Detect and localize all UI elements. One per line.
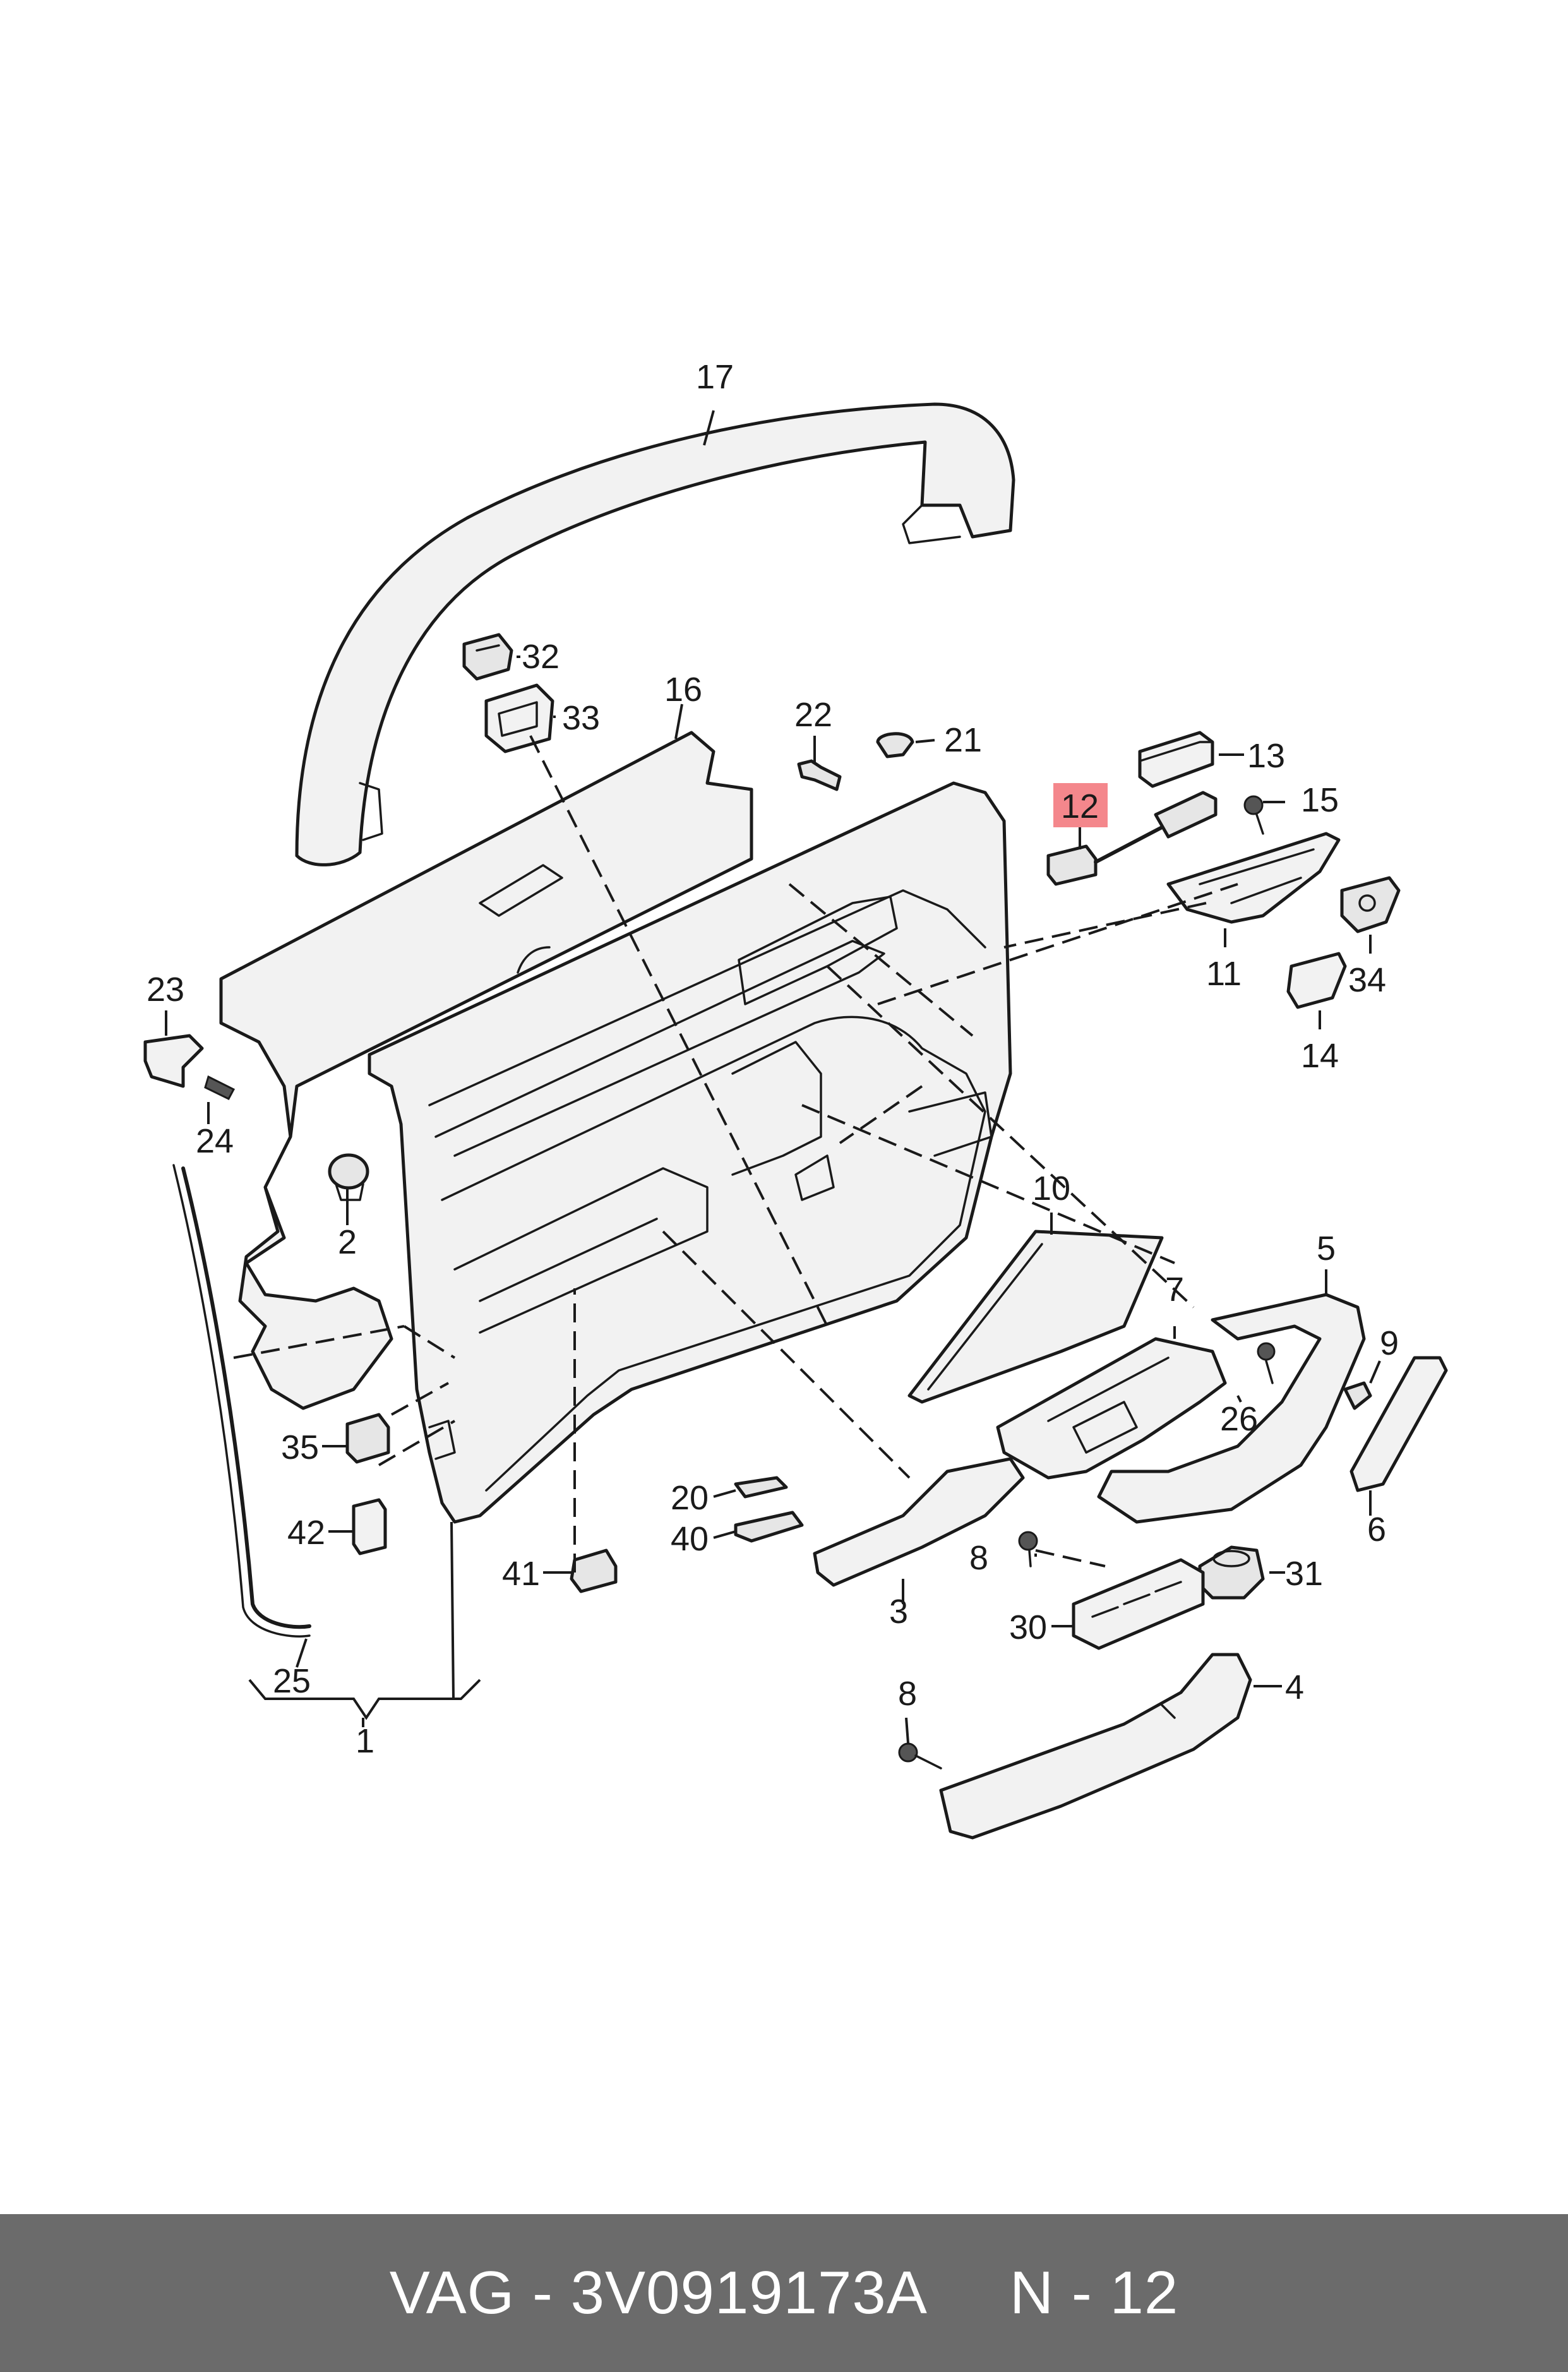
part-8-screw-upper	[1018, 1531, 1038, 1567]
label-7: 7	[1165, 1271, 1184, 1309]
highlight-box-12	[1053, 783, 1108, 827]
label-40: 40	[671, 1520, 709, 1558]
label-25: 25	[273, 1662, 311, 1700]
label-33: 33	[562, 699, 600, 737]
label-17: 17	[696, 358, 734, 396]
label-12: 12	[1061, 788, 1099, 825]
part-23-bracket	[143, 1034, 204, 1088]
label-11: 11	[1206, 955, 1242, 993]
label-16: 16	[664, 671, 702, 709]
part-3-lower-trim	[813, 1457, 1025, 1587]
part-labels: 17 32 33 16 22 21 12 13 15 11 34 14 23 2…	[147, 358, 1399, 1760]
part-30-window-switch-block	[1072, 1558, 1205, 1650]
part-33-switch-housing	[484, 683, 554, 753]
label-20: 20	[671, 1479, 709, 1517]
label-42: 42	[287, 1514, 325, 1552]
part-24-screw	[204, 1075, 236, 1100]
part-15-screw	[1243, 795, 1264, 835]
part-42-cover	[352, 1498, 387, 1555]
part-32-switch	[462, 633, 513, 681]
label-34: 34	[1348, 961, 1386, 999]
label-2: 2	[338, 1223, 357, 1261]
label-21: 21	[944, 721, 982, 759]
label-8-lower: 8	[898, 1675, 917, 1713]
assembly-lines	[233, 735, 1238, 1572]
part-16-insulation-mat	[219, 731, 753, 1410]
part-11-handle-bracket	[1166, 832, 1341, 924]
leader-lines	[165, 410, 1381, 1744]
exploded-parts-diagram: 17 32 33 16 22 21 12 13 15 11 34 14 23 2…	[143, 358, 1448, 1840]
label-1: 1	[356, 1722, 374, 1760]
label-30: 30	[1009, 1608, 1047, 1646]
label-32: 32	[522, 638, 560, 676]
label-8-upper: 8	[969, 1539, 988, 1577]
label-3: 3	[889, 1593, 908, 1631]
part-17-window-trim	[295, 402, 1015, 866]
part-34-button	[1340, 876, 1401, 933]
part-41-connector	[570, 1548, 618, 1593]
label-14: 14	[1301, 1037, 1339, 1075]
part-number-footer: VAG - 3V0919173A N - 12	[0, 2214, 1568, 2372]
label-15: 15	[1301, 781, 1339, 819]
door-trim-panel	[368, 781, 1012, 1524]
part-13-control-module	[1138, 731, 1214, 788]
part-25-seal	[172, 1164, 311, 1638]
part-21-clip	[876, 732, 914, 758]
part-6-strip-trim	[1350, 1356, 1448, 1492]
part-40-clip	[734, 1511, 804, 1543]
label-35: 35	[281, 1429, 319, 1466]
label-26: 26	[1220, 1400, 1258, 1438]
label-4: 4	[1285, 1668, 1304, 1706]
part-4-armrest-cover	[939, 1653, 1252, 1840]
label-13: 13	[1247, 737, 1285, 775]
diagram-position-text: N - 12	[1009, 2259, 1179, 2327]
label-24: 24	[196, 1122, 234, 1160]
label-9: 9	[1380, 1324, 1399, 1362]
part-9-clip	[1343, 1381, 1372, 1410]
part-26-screw	[1257, 1342, 1276, 1384]
label-5: 5	[1317, 1230, 1336, 1267]
label-6: 6	[1367, 1511, 1386, 1548]
part-number-text: VAG - 3V0919173A	[389, 2259, 928, 2327]
part-31-mirror-switch	[1198, 1545, 1265, 1600]
part-10-triangle-trim	[907, 1230, 1164, 1404]
label-31: 31	[1285, 1555, 1323, 1593]
part-7-switch-panel	[996, 1337, 1227, 1480]
part-22-bolt	[797, 759, 842, 791]
part-20-pad	[734, 1476, 788, 1499]
part-5-armrest-frame	[1097, 1293, 1366, 1524]
part-35-switch	[345, 1413, 390, 1464]
part-12-wiring-harness	[1046, 791, 1218, 886]
label-22: 22	[794, 696, 832, 734]
part-8-screw-lower	[898, 1742, 942, 1770]
label-41: 41	[502, 1555, 540, 1593]
label-10: 10	[1032, 1170, 1070, 1207]
label-23: 23	[147, 971, 184, 1009]
part-14-cap	[1286, 952, 1347, 1009]
